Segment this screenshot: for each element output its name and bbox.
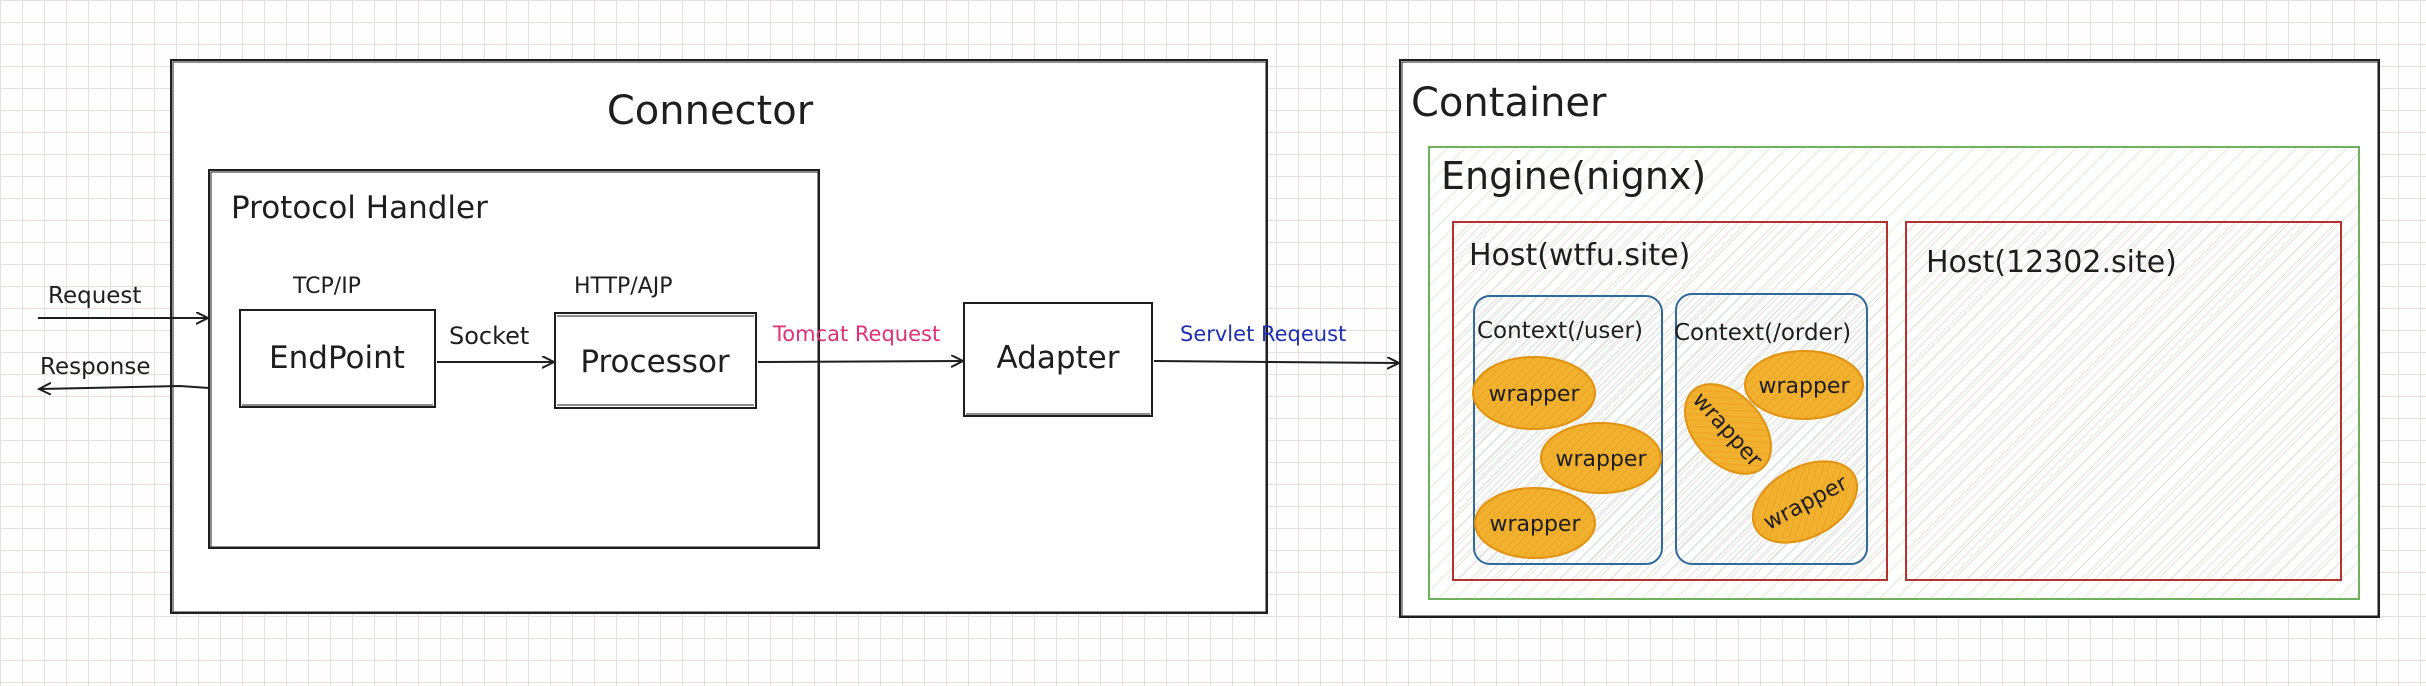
connector-title: Connector (607, 88, 814, 134)
tomcat-request-label: Tomcat Request (772, 322, 940, 346)
wrapper-label: wrapper (1489, 512, 1581, 537)
wrapper-node: wrapper (1472, 356, 1596, 430)
processor-label: Processor (580, 344, 730, 380)
endpoint-protocol-label: TCP/IP (292, 274, 361, 299)
context-order-title: Context(/order) (1674, 320, 1851, 346)
response-label: Response (40, 354, 150, 380)
protocol-handler-box (208, 169, 820, 549)
endpoint-box (239, 309, 436, 408)
request-label: Request (48, 283, 141, 309)
socket-label: Socket (449, 322, 529, 350)
context-user-title: Context(/user) (1477, 318, 1643, 344)
protocol-handler-title: Protocol Handler (231, 190, 488, 226)
servlet-request-arrow (1153, 361, 1398, 363)
adapter-label: Adapter (997, 340, 1120, 376)
wrapper-label: wrapper (1758, 374, 1850, 399)
endpoint-label: EndPoint (269, 340, 405, 376)
adapter-box (963, 302, 1153, 417)
host-12302-box (1905, 221, 2342, 581)
wrapper-label: wrapper (1555, 447, 1647, 472)
processor-box (554, 312, 757, 409)
processor-protocol-label: HTTP/AJP (574, 274, 673, 299)
host-12302-title: Host(12302.site) (1926, 245, 2177, 280)
wrapper-node: wrapper (1474, 487, 1596, 559)
container-title: Container (1411, 80, 1607, 126)
wrapper-node: wrapper (1540, 422, 1662, 494)
engine-title: Engine(nignx) (1441, 154, 1706, 198)
wrapper-node: wrapper (1744, 350, 1864, 420)
tomcat-request-arrow (757, 361, 962, 362)
host-wtfu-title: Host(wtfu.site) (1469, 238, 1690, 273)
wrapper-label: wrapper (1488, 382, 1580, 407)
servlet-request-label: Servlet Reqeust (1180, 322, 1346, 346)
response-arrow (40, 386, 210, 389)
